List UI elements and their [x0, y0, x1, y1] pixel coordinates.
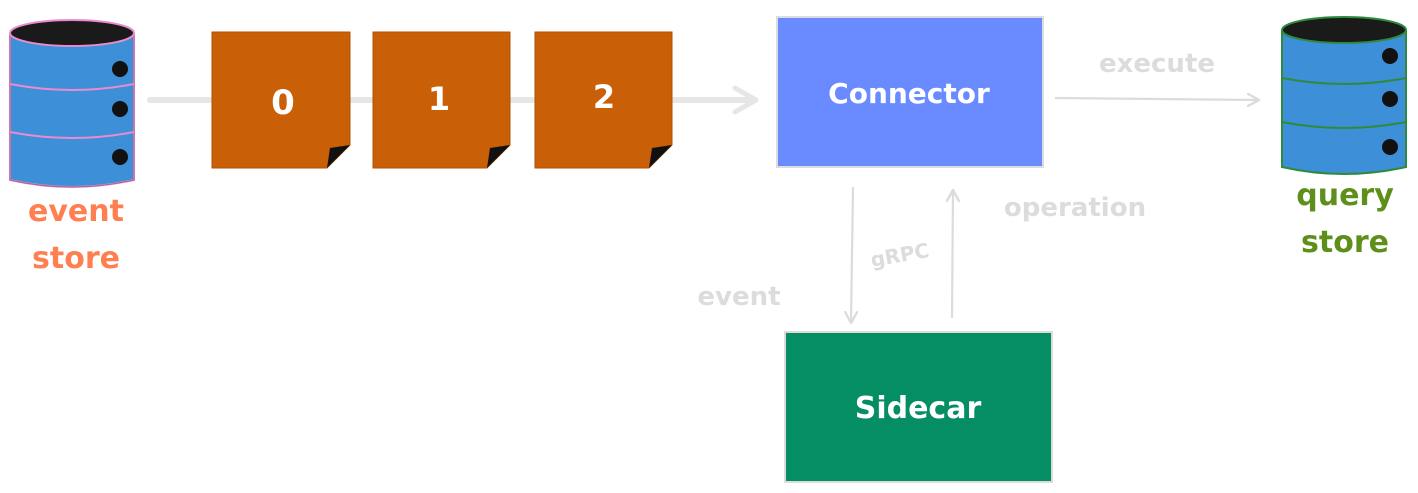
- queue-item-1-label: 1: [428, 80, 450, 118]
- sidecar-box: Sidecar: [784, 331, 1053, 483]
- grpc-label: gRPC: [869, 238, 931, 272]
- execute-arrow: [1054, 98, 1258, 100]
- execute-label: execute: [1099, 49, 1215, 79]
- operation-label: operation: [1004, 193, 1146, 223]
- operation-arrow: [952, 191, 953, 319]
- query-store-database-icon: [1281, 16, 1407, 175]
- connector-label: Connector: [828, 77, 990, 110]
- queue-item-2: 2: [534, 31, 673, 169]
- sidecar-label: Sidecar: [855, 391, 982, 426]
- queue-item-2-label: 2: [593, 78, 615, 116]
- event-store-label-line2: store: [32, 241, 120, 276]
- grpc-event-arrow: [851, 186, 853, 322]
- query-store-label-line1: query: [1296, 178, 1394, 213]
- queue-item-0-label: 0: [271, 83, 295, 123]
- query-store-label-line2: store: [1301, 225, 1389, 260]
- event-store-database-icon: [9, 19, 135, 188]
- connector-box: Connector: [776, 16, 1044, 168]
- queue-item-0: 0: [211, 31, 351, 169]
- queue-item-1: 1: [372, 31, 511, 169]
- event-label: event: [697, 282, 780, 312]
- event-store-label-line1: event: [28, 194, 124, 229]
